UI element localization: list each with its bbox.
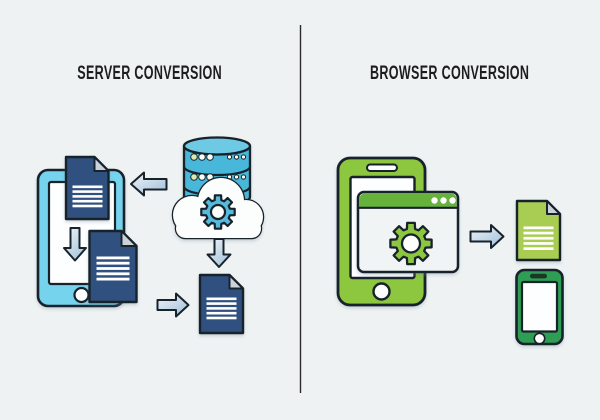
server-conversion-title: SERVER CONVERSION (77, 63, 223, 84)
document-text-lines (523, 226, 554, 250)
down-arrow-icon (206, 238, 232, 268)
browser-conversion-title: BROWSER CONVERSION (370, 63, 530, 84)
browser-window-icon (356, 190, 460, 274)
document-text-lines (206, 297, 237, 320)
gear-icon (389, 221, 433, 266)
document-text-lines (72, 185, 103, 208)
page-fold (120, 230, 138, 247)
document-text-lines (96, 256, 130, 281)
page-fold (228, 274, 244, 290)
tablet-home-button (73, 286, 90, 304)
browser-window-dots (431, 197, 456, 204)
phone-speaker (530, 273, 547, 279)
gear-icon (200, 194, 236, 230)
left-arrow-icon (130, 171, 168, 197)
database-indicator-dots (190, 153, 247, 181)
green-document-icon (515, 199, 562, 262)
cloud-icon (171, 176, 265, 240)
right-arrow-icon (469, 224, 505, 249)
down-arrow-icon (63, 227, 87, 262)
blue-document-icon (198, 273, 245, 335)
page-fold (546, 200, 561, 215)
browser-title-bar (359, 193, 457, 208)
blue-document-icon (64, 155, 110, 221)
blue-document-icon (88, 229, 138, 304)
phone-speaker (366, 163, 398, 172)
smartphone-icon (515, 268, 564, 346)
right-arrow-icon (156, 292, 190, 318)
phone-screen (520, 280, 559, 333)
phone-home-button (372, 282, 391, 301)
page-fold (93, 156, 110, 172)
phone-home-button (533, 332, 546, 345)
